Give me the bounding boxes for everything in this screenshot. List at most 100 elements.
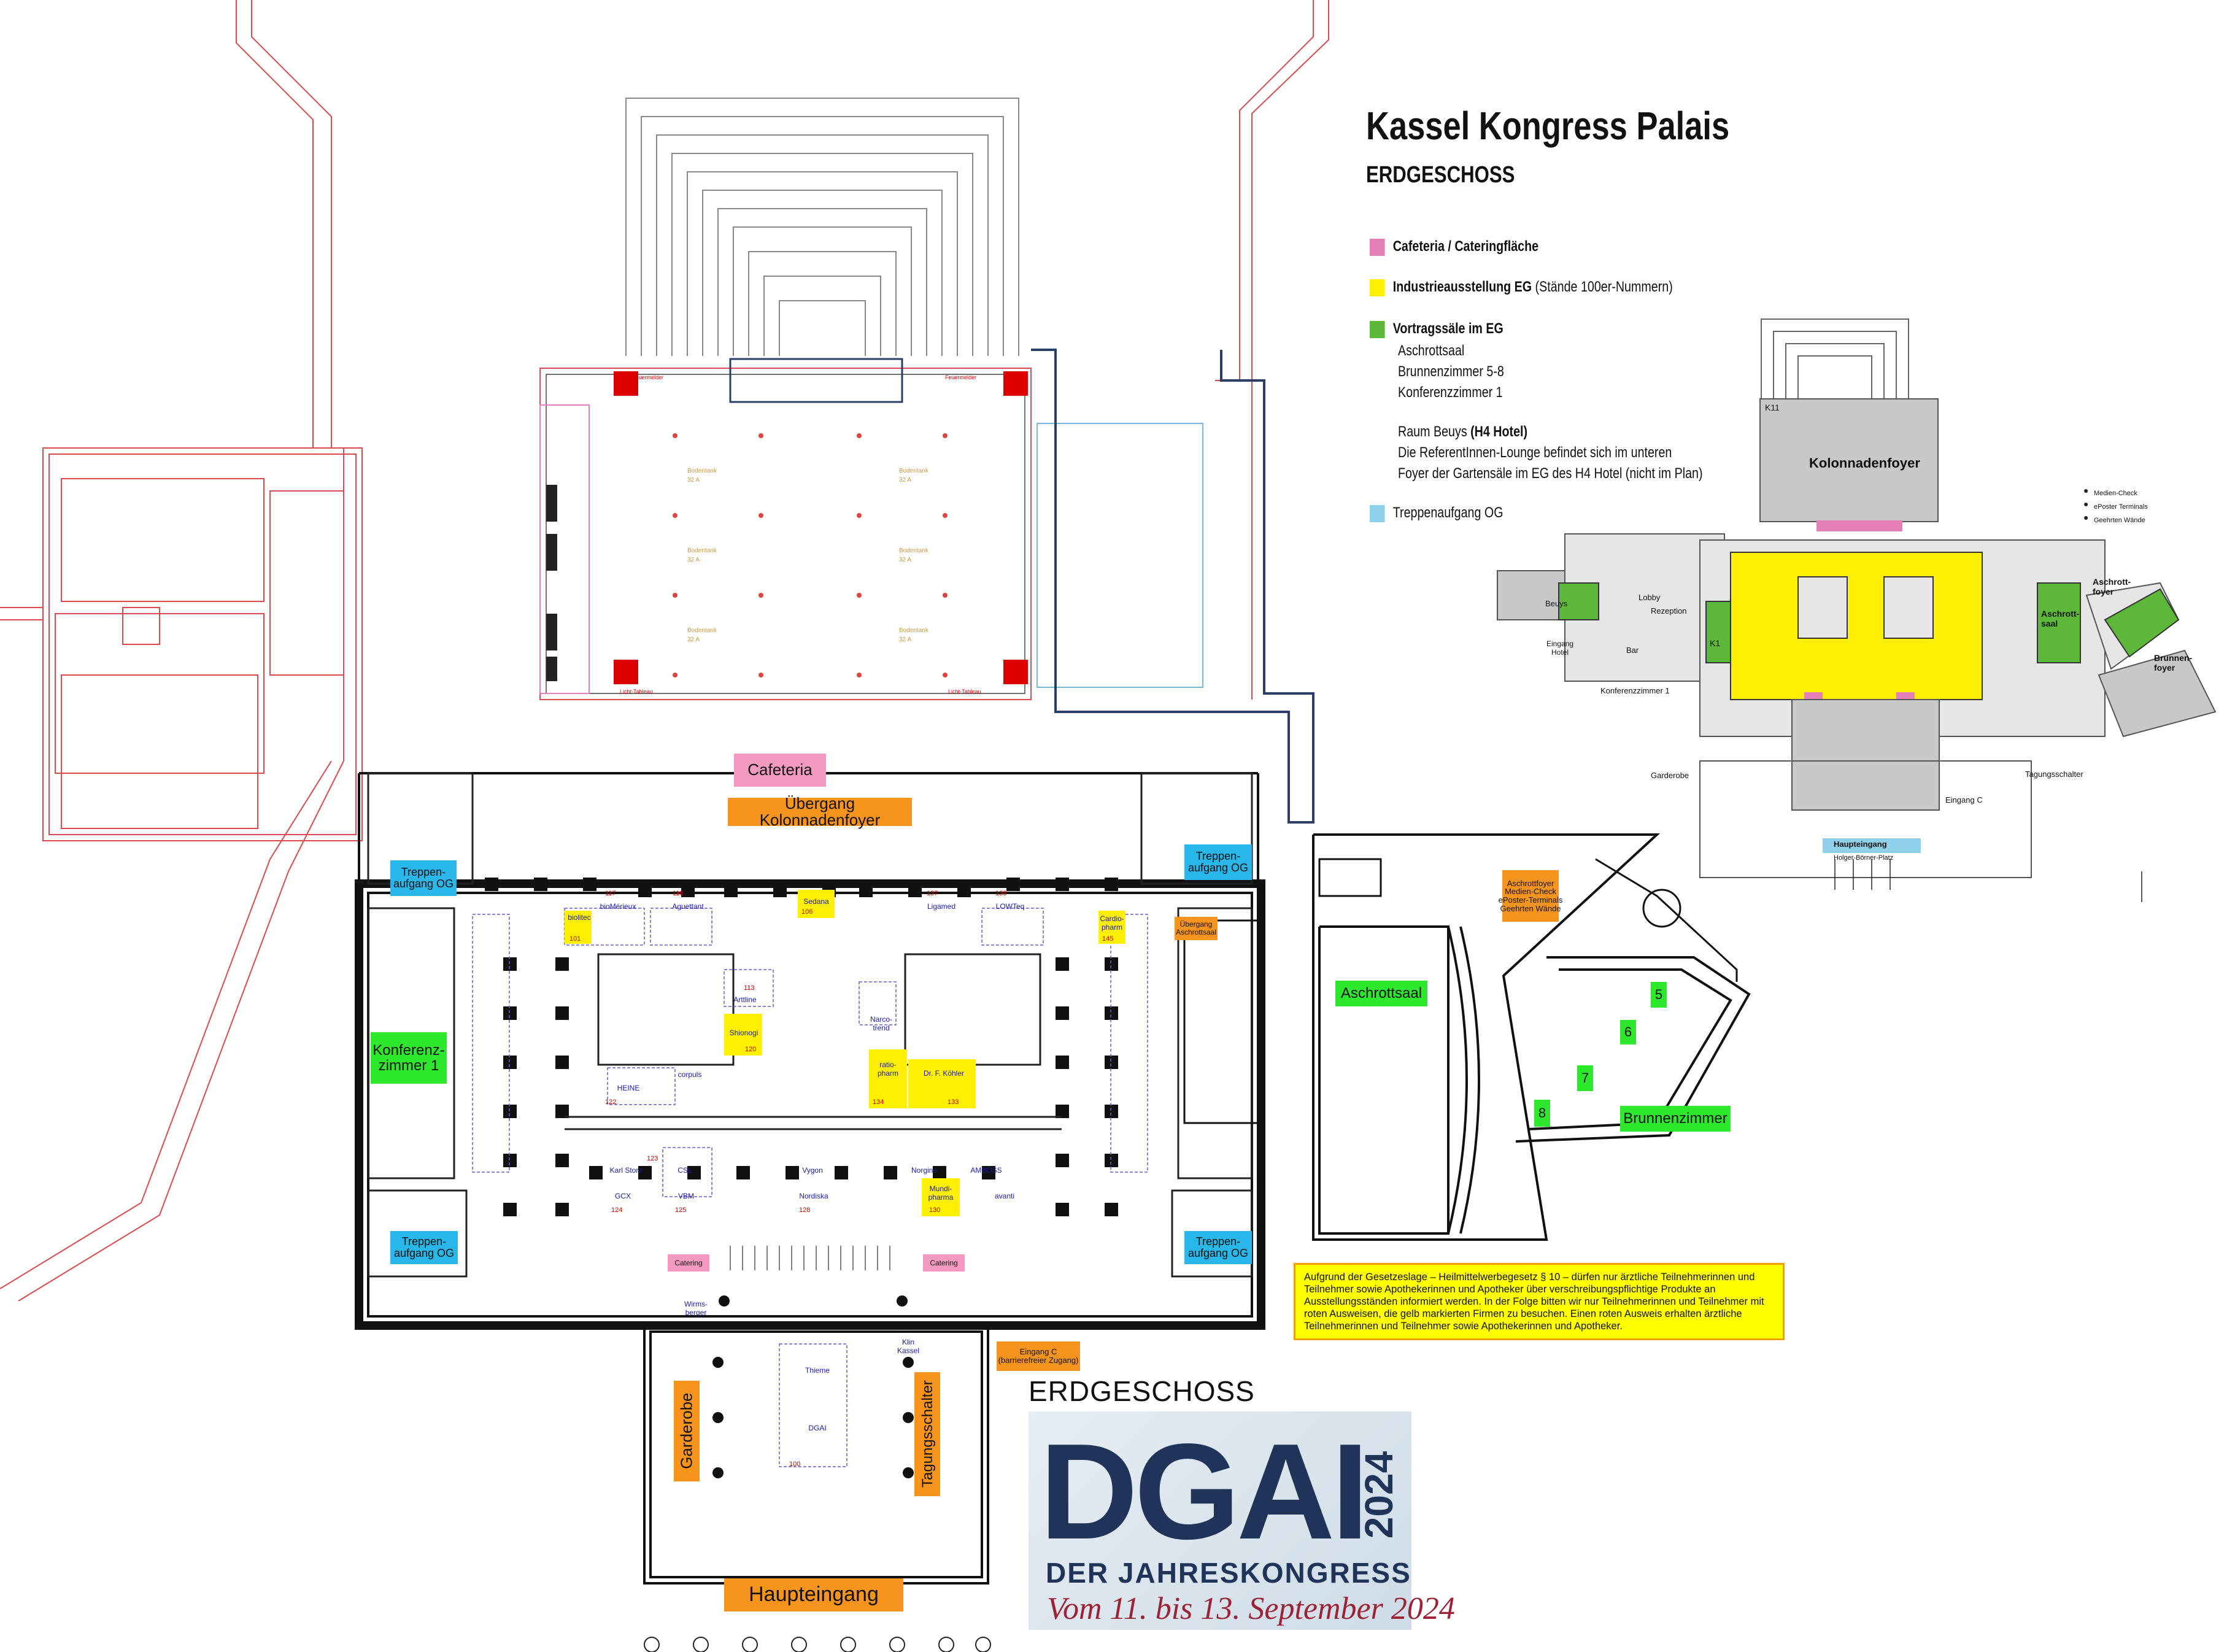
stand-label: Aguettant — [672, 902, 704, 911]
stairs-top-left: Treppen- aufgang OG — [390, 860, 457, 896]
stand-label: bioMérieux — [600, 902, 636, 911]
eingang-c-label: Eingang C (barrierefreier Zugang) — [997, 1341, 1080, 1371]
legend-halls: Vortragssäle im EG — [1370, 320, 1504, 338]
stand-label: Cardio-pharm — [1100, 914, 1124, 932]
stand-label: DGAI — [808, 1424, 827, 1432]
stand-label: avanti — [994, 1192, 1015, 1200]
legend-industry-label: Industrieausstellung EG — [1392, 279, 1532, 295]
overview-kolonnadenfoyer: Kolonnadenfoyer — [1809, 455, 1920, 471]
stand-label: Ligamed — [927, 902, 956, 911]
stand-number: 106 — [801, 908, 813, 916]
stand-highlight — [922, 1178, 960, 1216]
stand-number: 130 — [929, 1206, 941, 1214]
stand-label: Narco-trend — [870, 1015, 892, 1032]
svg-text:●: ● — [2083, 499, 2088, 509]
stairs-top-right: Treppen- aufgang OG — [1184, 844, 1252, 880]
stand-number: 123 — [647, 1155, 658, 1162]
garderobe-label: Garderobe — [674, 1381, 700, 1481]
stand-label: LOWTeq — [995, 902, 1025, 911]
page-subtitle: ERDGESCHOSS — [1366, 162, 1515, 188]
overview-k11: K11 — [1765, 403, 1780, 412]
stand-label: Karl Storz — [609, 1166, 643, 1175]
stand-highlight — [724, 1014, 762, 1056]
legend-industry: Industrieausstellung EG (Stände 100er-Nu… — [1370, 279, 1673, 296]
stand-label: HEINE — [617, 1084, 640, 1092]
stand-number: 118 — [673, 890, 684, 897]
stand-label: ratio-pharm — [877, 1060, 898, 1078]
stairs-bottom-left: Treppen- aufgang OG — [390, 1231, 458, 1264]
legend-beuys: Raum Beuys (H4 Hotel) — [1398, 423, 1527, 441]
svg-text:32 A: 32 A — [687, 636, 700, 643]
svg-text:Bodentank: Bodentank — [687, 547, 717, 554]
overview-note: Medien-Check — [2094, 490, 2137, 497]
legend-catering: Cafeteria / Cateringfläche — [1370, 238, 1538, 256]
overview-k1: K1 — [1710, 638, 1721, 648]
legend-industry-swatch — [1370, 279, 1385, 296]
svg-text:Feuermelder: Feuermelder — [632, 374, 663, 380]
stand-highlight — [869, 1049, 907, 1108]
overview-aschrottsaal: Aschrott- saal — [2041, 609, 2080, 628]
stand-label: CSL — [677, 1166, 692, 1175]
overview-aschrottfoyer: Aschrott- foyer — [2093, 577, 2131, 596]
konferenzzimmer-label: Konferenz- zimmer 1 — [371, 1032, 447, 1084]
overview-rezeption: Rezeption — [1651, 606, 1687, 616]
svg-text:Licht-Tableau: Licht-Tableau — [620, 689, 653, 695]
legend-stairs-label: Treppenaufgang OG — [1392, 504, 1504, 521]
svg-text:32 A: 32 A — [687, 477, 700, 484]
haupteingang-label: Haupteingang — [724, 1578, 903, 1611]
legend-hall-item: Konferenzzimmer 1 — [1398, 384, 1503, 401]
stand-number: 101 — [569, 935, 581, 943]
stand-highlight — [1098, 911, 1125, 944]
svg-text:Bodentank: Bodentank — [899, 627, 929, 634]
garderobe-text: Garderobe — [677, 1392, 696, 1470]
overview-beuys: Beuys — [1545, 599, 1568, 608]
stand-label: AMBOSS — [970, 1166, 1002, 1175]
overview-haupteingang: Haupteingang — [1834, 840, 1887, 849]
overview-garderobe: Garderobe — [1651, 771, 1689, 780]
svg-text:●: ● — [2083, 485, 2088, 495]
tagungsschalter-label: Tagungsschalter — [914, 1372, 940, 1496]
stand-label: corpuls — [677, 1070, 702, 1079]
svg-text:Licht-Tableau: Licht-Tableau — [948, 689, 981, 695]
stand-label: Arttline — [733, 995, 757, 1004]
stand-highlight — [565, 911, 592, 944]
stand-number: 145 — [1102, 935, 1114, 943]
legend-stairs-swatch — [1370, 504, 1385, 522]
brunnenzimmer-7: 7 — [1577, 1065, 1593, 1091]
stand-label: VBM — [677, 1192, 694, 1200]
overview-konferenzzimmer: Konferenzzimmer 1 — [1600, 686, 1670, 695]
stand-highlight — [908, 1059, 976, 1108]
stand-label: Sedana — [803, 897, 829, 906]
overview-lobby: Lobby — [1639, 593, 1661, 602]
page-title: Kassel Kongress Palais — [1366, 104, 1730, 148]
svg-text:Feuermelder: Feuermelder — [945, 374, 976, 380]
stairs-bottom-right: Treppen- aufgang OG — [1184, 1231, 1252, 1264]
legend-industry-note: (Stände 100er-Nummern) — [1535, 279, 1673, 295]
stand-number: 138 — [995, 890, 1007, 897]
catering-left: Catering — [668, 1254, 709, 1272]
svg-text:32 A: 32 A — [899, 477, 911, 484]
stand-number: 117 — [605, 890, 616, 897]
cafeteria-label: Cafeteria — [734, 754, 826, 787]
stand-label: Dr. F. Köhler — [923, 1069, 965, 1078]
overview-brunnenfoyer: Brunnen- foyer — [2154, 653, 2193, 673]
dgai-logo: DGAI 2024 DER JAHRESKONGRESS Vom 11. bis… — [1029, 1411, 1455, 1630]
logo-subtitle: DER JAHRESKONGRESS — [1046, 1557, 1411, 1589]
brunnenzimmer-8: 8 — [1534, 1100, 1550, 1127]
stand-number: 100 — [789, 1461, 801, 1468]
stand-label: Wirms-berger — [684, 1300, 708, 1317]
stand-label: Thieme — [805, 1366, 830, 1375]
logo-heading: ERDGESCHOSS — [1029, 1375, 1255, 1407]
tagungsschalter-text: Tagungsschalter — [919, 1380, 936, 1488]
legend-catering-label: Cafeteria / Cateringfläche — [1392, 238, 1539, 255]
overview-eingang-c: Eingang C — [1945, 795, 1983, 805]
svg-text:Bodentank: Bodentank — [687, 627, 717, 634]
legend-hall-item: Aschrottsaal — [1398, 342, 1465, 359]
svg-text:●: ● — [2083, 512, 2088, 522]
catering-right: Catering — [923, 1254, 965, 1272]
legend-beuys-hotel: (H4 Hotel) — [1470, 423, 1528, 440]
stand-number: 133 — [948, 1098, 959, 1106]
legend-halls-label: Vortragssäle im EG — [1392, 320, 1504, 337]
stand-number: 134 — [873, 1098, 884, 1106]
